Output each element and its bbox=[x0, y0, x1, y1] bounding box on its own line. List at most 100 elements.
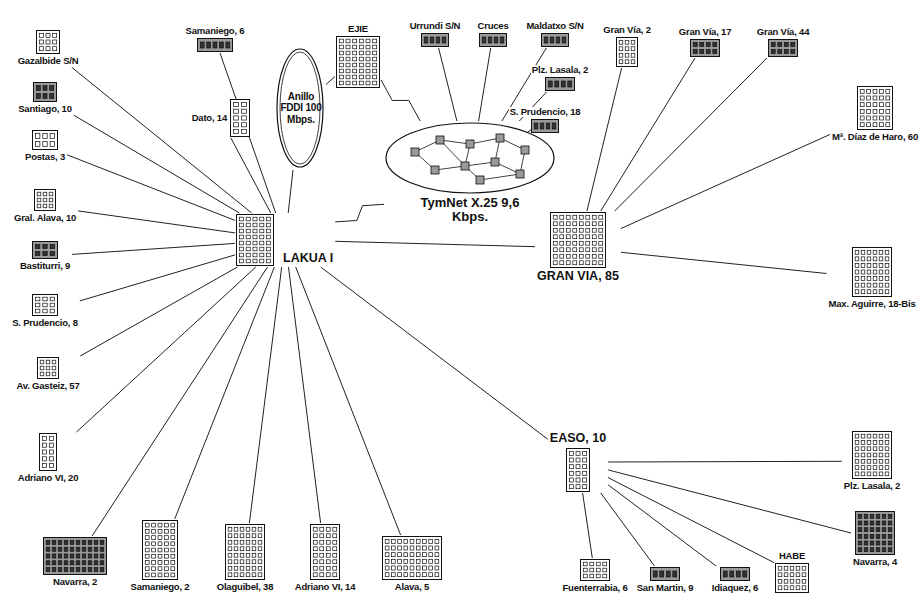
site-label: Santiago, 10 bbox=[17, 104, 73, 114]
site-node: Postas, 3 bbox=[24, 130, 66, 162]
site-label: Gran Vía, 44 bbox=[756, 27, 811, 37]
network-link bbox=[80, 255, 235, 301]
network-link bbox=[92, 267, 267, 536]
site-label: San Martin, 9 bbox=[636, 583, 695, 593]
site-node: TymNet X.25 9,6 Kbps. bbox=[385, 122, 555, 225]
network-link bbox=[67, 155, 235, 221]
site-label: Anillo FDDI 100 Mbps. bbox=[275, 47, 327, 169]
building-icon bbox=[857, 86, 893, 130]
building-icon bbox=[690, 39, 720, 57]
site-label: S. Prudencio, 18 bbox=[509, 107, 582, 117]
site-node: Idiaquez, 6 bbox=[711, 567, 759, 593]
network-link bbox=[479, 48, 491, 121]
site-label: LAKUA I bbox=[282, 252, 334, 266]
network-cloud bbox=[385, 122, 555, 194]
building-icon bbox=[531, 119, 559, 133]
building-icon bbox=[550, 212, 606, 268]
network-link bbox=[381, 80, 420, 121]
site-label: Maldatxo S/N bbox=[525, 21, 584, 31]
site-node: Bastiturri, 9 bbox=[19, 241, 71, 271]
building-icon bbox=[33, 82, 57, 102]
site-node: Gran Vía, 44 bbox=[756, 27, 811, 57]
network-link bbox=[601, 493, 655, 566]
network-link bbox=[335, 204, 384, 222]
site-label: Gazalbide S/N bbox=[17, 56, 80, 66]
building-icon bbox=[650, 567, 680, 581]
network-link bbox=[587, 68, 622, 211]
network-link bbox=[326, 77, 335, 85]
building-icon bbox=[775, 563, 809, 593]
site-node: GRAN VIA, 85 bbox=[536, 212, 620, 284]
site-node: San Martin, 9 bbox=[636, 567, 695, 593]
network-link bbox=[289, 267, 321, 523]
network-link bbox=[77, 267, 256, 432]
site-label: Alava, 5 bbox=[394, 582, 430, 592]
network-link bbox=[220, 53, 276, 213]
site-label: Plz. Lasala, 2 bbox=[843, 481, 901, 491]
building-icon bbox=[225, 524, 265, 580]
building-icon bbox=[855, 511, 895, 555]
network-link bbox=[621, 252, 827, 273]
building-icon bbox=[479, 33, 507, 47]
site-node: Anillo FDDI 100 Mbps. bbox=[275, 47, 325, 169]
site-label: Samaniego, 6 bbox=[185, 26, 246, 36]
building-icon bbox=[421, 33, 449, 47]
site-label: Cruces bbox=[477, 21, 510, 31]
building-icon bbox=[336, 36, 380, 88]
network-link bbox=[601, 58, 695, 211]
network-link bbox=[231, 138, 271, 213]
site-label: TymNet X.25 9,6 Kbps. bbox=[414, 196, 526, 225]
site-node: Olaguibel, 38 bbox=[216, 524, 275, 592]
site-label: Idiaquez, 6 bbox=[711, 583, 759, 593]
site-node: LAKUA I bbox=[236, 214, 334, 266]
network-link bbox=[321, 267, 548, 439]
site-node: S. Prudencio, 18 bbox=[509, 107, 582, 133]
network-link bbox=[72, 67, 252, 213]
site-node: Max. Aguirre, 18-Bis bbox=[828, 247, 917, 309]
site-node: Av. Gasteiz, 57 bbox=[16, 357, 81, 391]
building-icon bbox=[39, 433, 57, 471]
building-icon bbox=[32, 130, 58, 150]
network-link bbox=[78, 211, 235, 233]
site-label: Max. Aguirre, 18-Bis bbox=[828, 299, 917, 309]
building-icon bbox=[852, 247, 892, 297]
site-node: Gazalbide S/N bbox=[17, 30, 80, 66]
network-link bbox=[621, 135, 830, 229]
site-label: Mª. Díaz de Haro, 60 bbox=[831, 132, 919, 142]
building-icon bbox=[230, 99, 250, 137]
building-icon bbox=[720, 567, 750, 581]
site-node: Gran Vía, 2 bbox=[602, 25, 651, 67]
site-label: EJIE bbox=[347, 24, 369, 34]
site-node: Navarra, 2 bbox=[43, 537, 107, 587]
site-node: EASO, 10 bbox=[549, 432, 607, 492]
building-icon bbox=[142, 520, 178, 580]
site-node: Urrundi S/N bbox=[409, 21, 462, 47]
building-icon bbox=[545, 77, 575, 91]
site-label: Gral. Alava, 10 bbox=[13, 213, 77, 223]
building-icon bbox=[382, 536, 442, 580]
site-label: Navarra, 4 bbox=[852, 557, 898, 567]
network-link bbox=[439, 48, 457, 121]
building-icon bbox=[236, 214, 274, 266]
site-label: Adriano VI, 20 bbox=[17, 473, 80, 483]
site-label: EASO, 10 bbox=[549, 432, 607, 446]
network-link bbox=[72, 243, 235, 254]
network-link bbox=[608, 470, 851, 533]
site-node: Samaniego, 2 bbox=[130, 520, 191, 592]
network-link bbox=[296, 267, 401, 535]
network-link bbox=[175, 267, 275, 519]
site-node: Fuenterrabia, 6 bbox=[561, 559, 628, 593]
site-node: Navarra, 4 bbox=[852, 511, 898, 567]
site-label: Av. Gasteiz, 57 bbox=[16, 381, 81, 391]
network-link bbox=[74, 115, 240, 213]
network-link bbox=[615, 58, 767, 211]
site-label: Samaniego, 2 bbox=[130, 582, 191, 592]
network-link bbox=[335, 241, 535, 246]
network-link bbox=[249, 267, 281, 523]
site-label: Bastiturri, 9 bbox=[19, 261, 71, 271]
building-icon bbox=[37, 357, 59, 379]
site-label: Navarra, 2 bbox=[52, 577, 98, 587]
building-icon bbox=[34, 189, 56, 211]
site-label: Gran Vía, 2 bbox=[602, 25, 651, 35]
